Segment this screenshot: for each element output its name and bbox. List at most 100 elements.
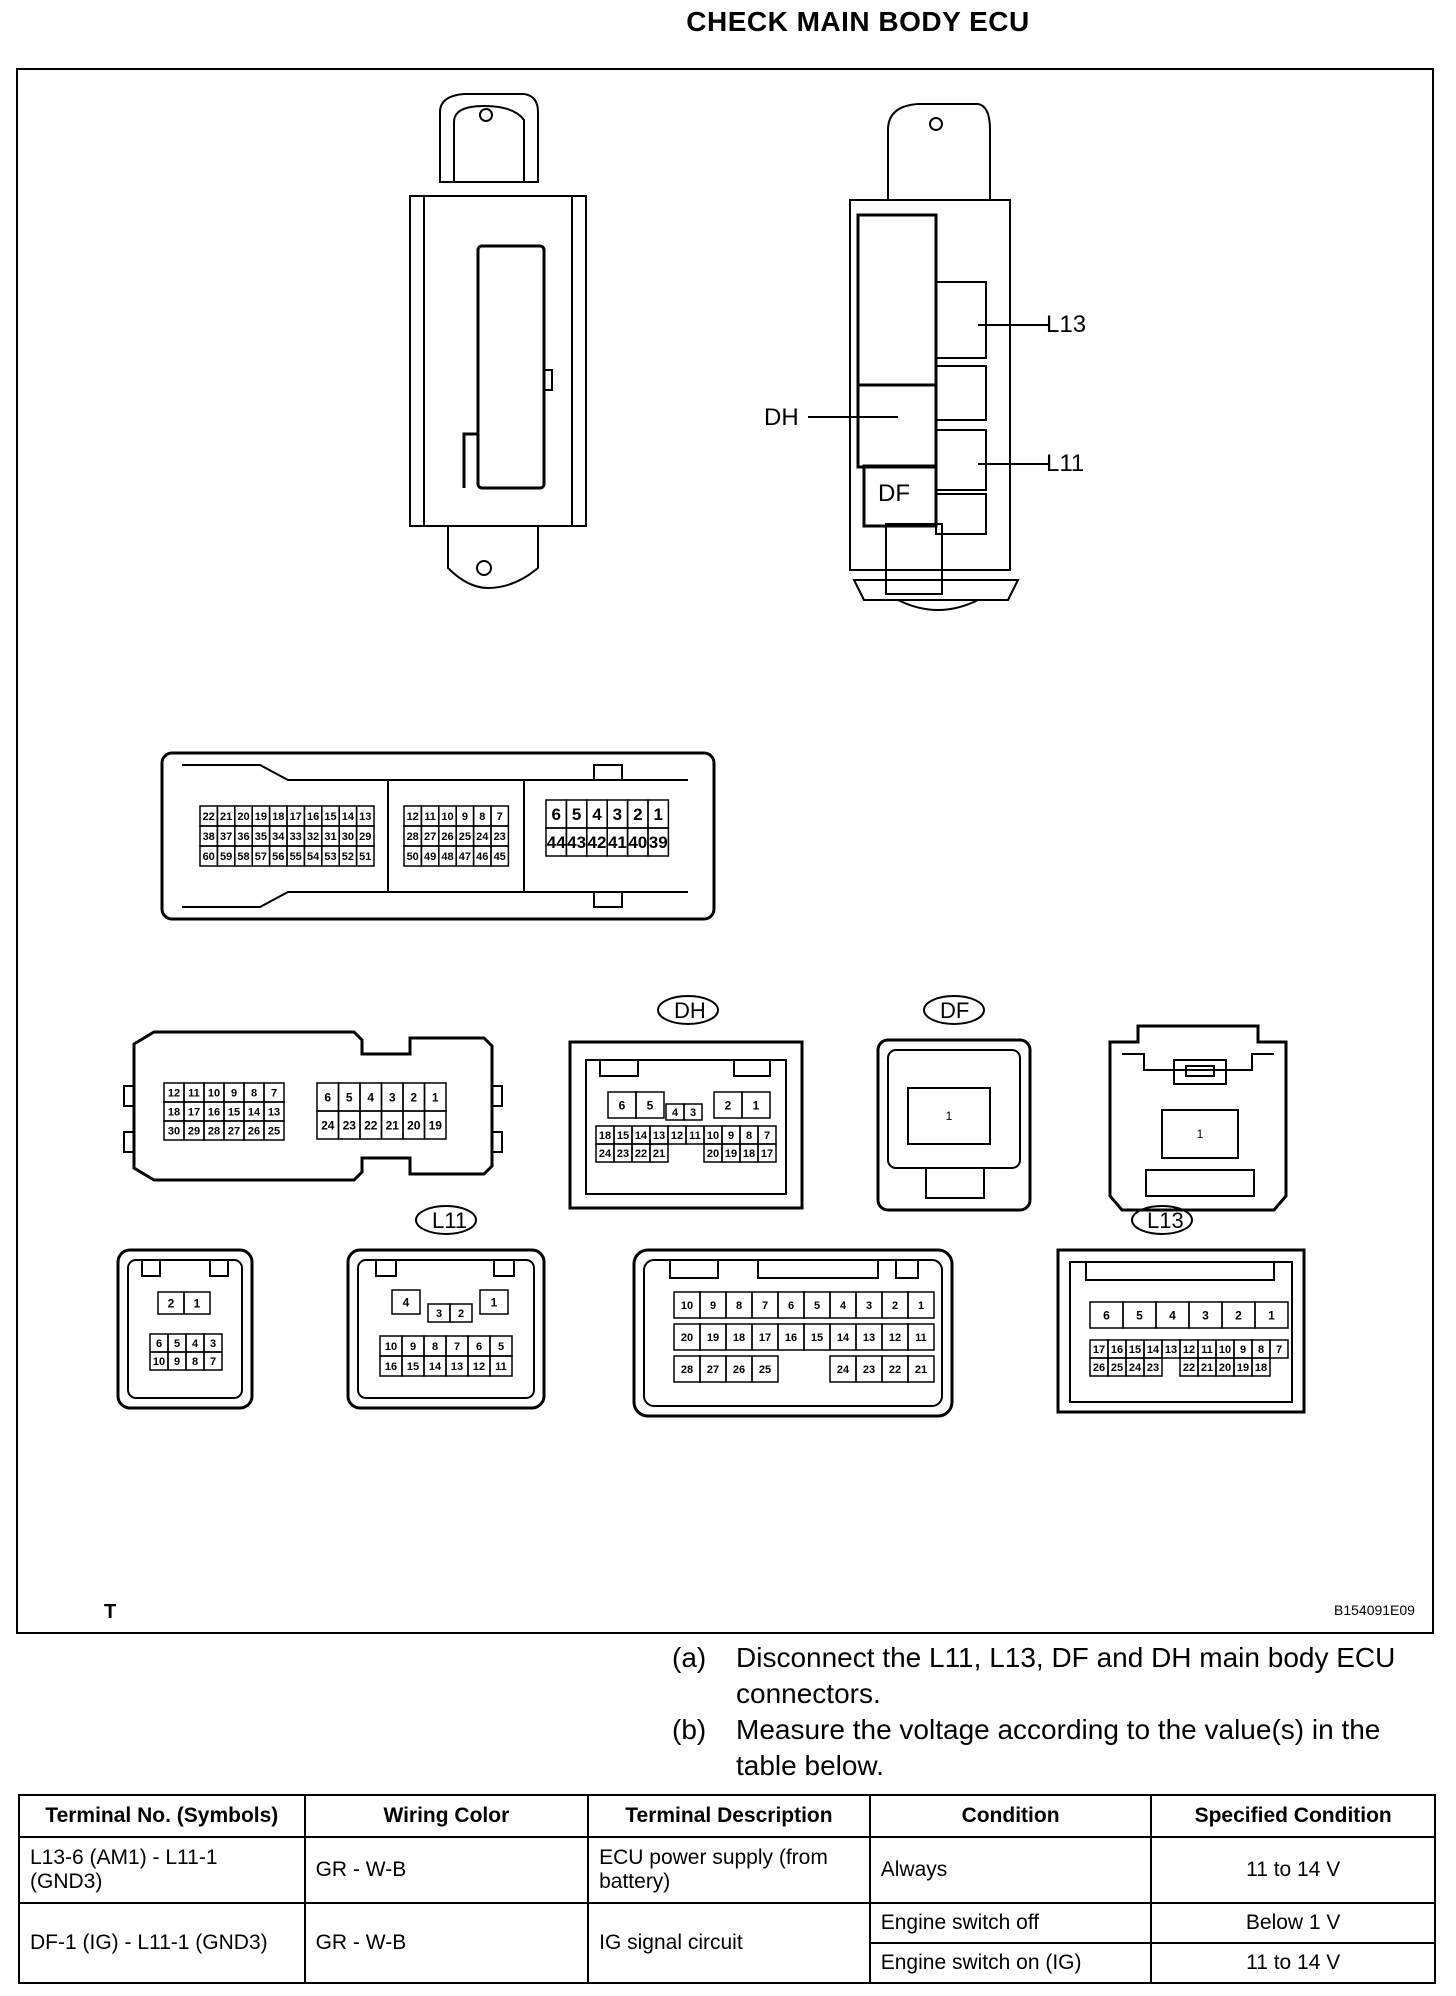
pin-label: 21 (915, 1364, 927, 1376)
pin-label: 9 (1240, 1344, 1246, 1356)
pin-label: 17 (188, 1106, 200, 1118)
pin-label: 16 (1111, 1344, 1123, 1356)
pin-label: 18 (733, 1332, 745, 1344)
pin-label: 18 (743, 1148, 755, 1160)
pin-label: 30 (342, 831, 354, 843)
pin-label: 9 (174, 1356, 180, 1368)
pin-label: 36 (237, 831, 249, 843)
pin-label: 13 (653, 1130, 665, 1142)
procedure-steps: (a)Disconnect the L11, L13, DF and DH ma… (672, 1640, 1442, 1784)
pin-label: 25 (459, 831, 471, 843)
pin-label: 20 (1219, 1362, 1231, 1374)
pin-label: 3 (613, 805, 622, 824)
pin-label: 10 (153, 1356, 165, 1368)
table-row: L13-6 (AM1) - L11-1 (GND3) GR - W-B ECU … (18, 1836, 1436, 1904)
pin-label: 22 (1183, 1362, 1195, 1374)
pin-label: 10 (385, 1341, 397, 1353)
pin-label: 7 (271, 1087, 277, 1099)
pin-label: 19 (1237, 1362, 1249, 1374)
pin-label: 20 (237, 811, 249, 823)
pin-label: 2 (633, 805, 642, 824)
pin-label: 1 (491, 1295, 498, 1309)
connector-l11-outline (346, 1205, 546, 1410)
pin-label: 29 (359, 831, 371, 843)
pin-label: 27 (228, 1125, 240, 1137)
cell-condition: Always (868, 1836, 1153, 1904)
pin-cell (1251, 1357, 1271, 1377)
pin-label: 56 (272, 851, 284, 863)
pin-label: 18 (599, 1130, 611, 1142)
pin-cell (741, 1091, 771, 1119)
pin-label: 7 (497, 811, 503, 823)
pin-label: 14 (248, 1106, 261, 1118)
pin-label: 19 (429, 1118, 443, 1132)
pin-label: 30 (168, 1125, 180, 1137)
pin-label: 2 (1235, 1308, 1242, 1322)
pin-label: 5 (814, 1300, 820, 1312)
cell-condition: Engine switch off (868, 1902, 1153, 1944)
pin-cell (203, 1351, 223, 1371)
pin-label: 17 (290, 811, 302, 823)
corner-mark: T (104, 1601, 117, 1623)
tag-l11: L11 (432, 1208, 468, 1233)
pin-label: 24 (1129, 1362, 1142, 1374)
pin-label: 25 (268, 1125, 280, 1137)
pin-label: 5 (498, 1341, 504, 1353)
pin-label: 11 (689, 1130, 701, 1142)
pin-label: 7 (210, 1356, 216, 1368)
pin-label: 16 (785, 1332, 797, 1344)
header-description: Terminal Description (587, 1794, 871, 1838)
pin-cell (449, 1303, 473, 1323)
pin-label: 4 (403, 1295, 410, 1309)
pin-label: 2 (892, 1300, 898, 1312)
pin-cell (1254, 1301, 1289, 1329)
pin-label: 28 (208, 1125, 220, 1137)
pin-label: 18 (1255, 1362, 1267, 1374)
pin-label: 34 (272, 831, 285, 843)
pin-label: 1 (946, 1109, 953, 1123)
callout-l13: L13 (1046, 311, 1087, 338)
pin-label: 59 (220, 851, 232, 863)
pin-label: 3 (690, 1107, 696, 1119)
pin-label: 37 (220, 831, 232, 843)
pin-label: 22 (635, 1148, 647, 1160)
header-terminal: Terminal No. (Symbols) (18, 1794, 306, 1838)
pin-label: 17 (761, 1148, 773, 1160)
cell-terminal: DF-1 (IG) - L11-1 (GND3) (18, 1902, 306, 1984)
pin-label: 17 (1093, 1344, 1105, 1356)
pin-label: 10 (208, 1087, 220, 1099)
pin-label: 4 (592, 805, 602, 824)
pin-cell (355, 845, 375, 867)
pin-label: 24 (599, 1148, 612, 1160)
connector-30pin-outline (123, 1030, 503, 1182)
pin-label: 4 (367, 1090, 374, 1104)
pin-label: 4 (840, 1300, 847, 1312)
pin-label: 12 (407, 811, 419, 823)
connector-28pin-outline (632, 1248, 954, 1418)
pin-cell (683, 1103, 703, 1121)
pin-label: 18 (168, 1106, 180, 1118)
pin-label: 11 (424, 811, 436, 823)
pin-cell (907, 1355, 935, 1383)
pin-label: 8 (736, 1300, 742, 1312)
pin-label: 13 (1165, 1344, 1177, 1356)
pin-label: 4 (672, 1107, 679, 1119)
pin-label: 13 (863, 1332, 875, 1344)
pin-label: 7 (762, 1300, 768, 1312)
pin-cell (490, 845, 510, 867)
callout-l11: L11 (1046, 450, 1085, 477)
page-title: CHECK MAIN BODY ECU (686, 6, 1030, 37)
pin-label: 2 (168, 1296, 175, 1310)
pin-label: 6 (476, 1341, 482, 1353)
connector-60pin-outline (160, 751, 716, 921)
pin-label: 32 (307, 831, 319, 843)
pin-label: 31 (324, 831, 336, 843)
pin-label: 35 (255, 831, 267, 843)
pin-label: 47 (459, 851, 471, 863)
pin-label: 20 (407, 1118, 421, 1132)
pin-label: 15 (811, 1332, 823, 1344)
pin-label: 15 (324, 811, 336, 823)
pin-label: 9 (410, 1341, 416, 1353)
pin-label: 26 (441, 831, 453, 843)
pin-label: 44 (547, 833, 566, 852)
